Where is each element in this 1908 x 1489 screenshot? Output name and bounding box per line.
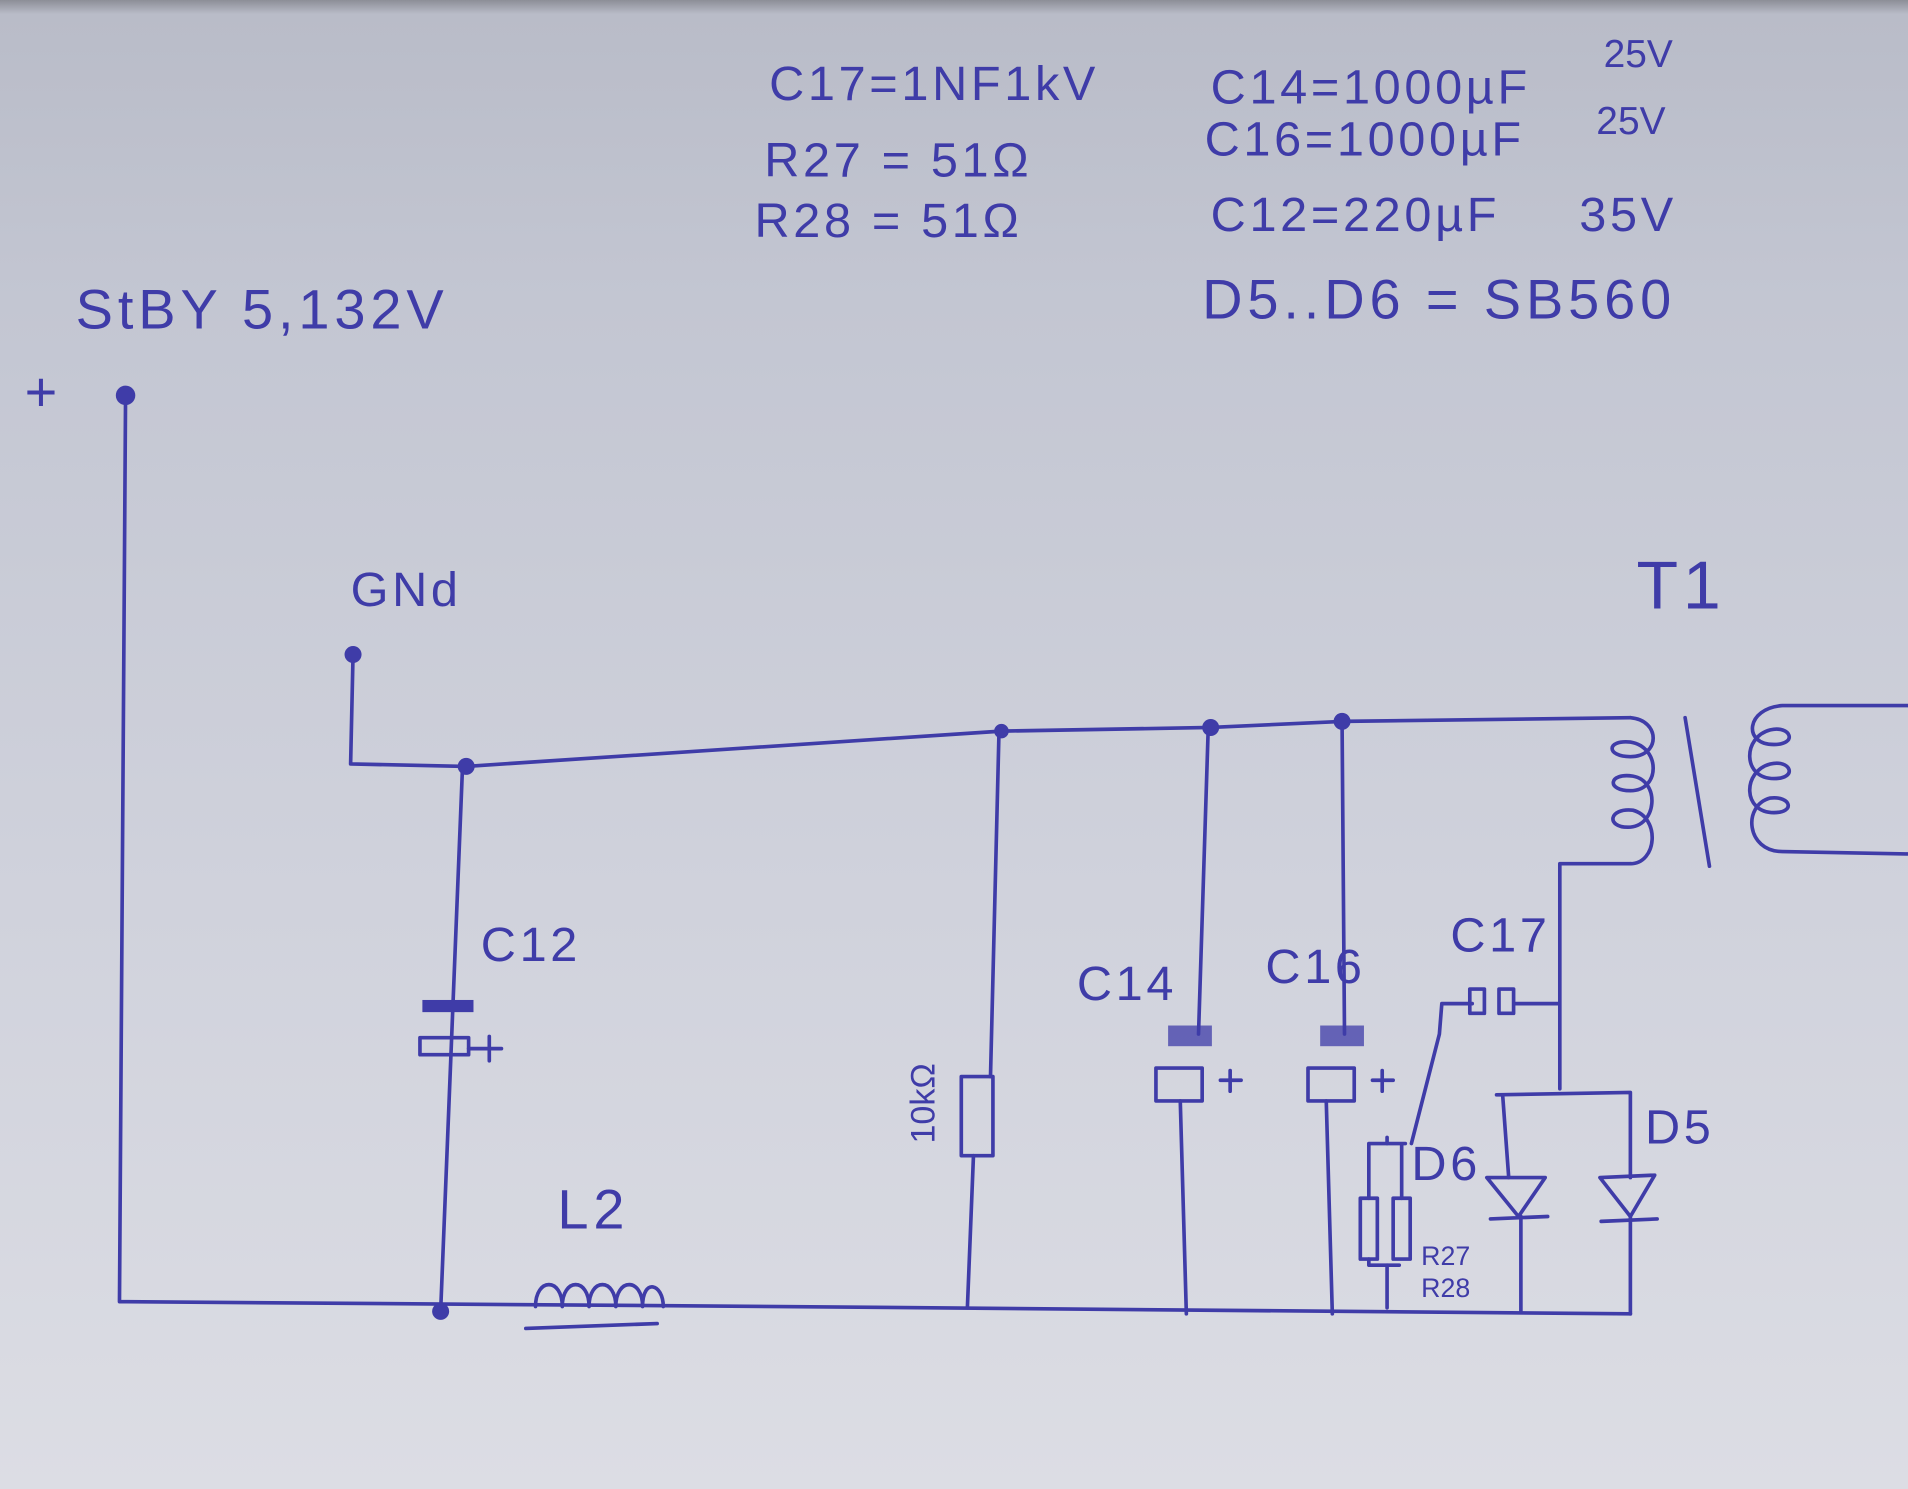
label-c17: C17 xyxy=(1450,908,1550,962)
note-c16: C16=1000µF xyxy=(1205,113,1525,167)
wires xyxy=(117,393,1633,1316)
inductor-l2: L2 xyxy=(523,1178,666,1331)
note-c12-voltage: 35V xyxy=(1579,188,1677,242)
junction-dots xyxy=(115,385,1351,1320)
note-r28: R28 = 51Ω xyxy=(754,194,1022,248)
capacitor-c16: C16 xyxy=(1265,940,1395,1103)
label-c12: C12 xyxy=(481,918,581,972)
component-notes: C17=1NF1kV R27 = 51Ω R28 = 51Ω C14=1000µ… xyxy=(754,33,1677,331)
note-c17: C17=1NF1kV xyxy=(769,57,1099,111)
label-gnd: GNd xyxy=(351,563,462,617)
note-c14: C14=1000µF xyxy=(1211,60,1531,114)
note-c14-voltage: 25V xyxy=(1604,33,1673,76)
label-d6: D6 xyxy=(1411,1137,1481,1191)
label-d5: D5 xyxy=(1645,1101,1715,1155)
label-c14: C14 xyxy=(1077,957,1177,1011)
diode-d5: D5 xyxy=(1598,1101,1715,1224)
note-diodes: D5..D6 = SB560 xyxy=(1202,268,1676,331)
resistors-r27-r28: R27 R28 xyxy=(1358,1141,1470,1303)
capacitor-c12: C12 xyxy=(418,918,581,1063)
transformer-t1 xyxy=(1610,703,1908,868)
label-r27: R27 xyxy=(1421,1241,1470,1271)
note-r27: R27 = 51Ω xyxy=(764,133,1032,187)
label-10k: 10kΩ xyxy=(905,1063,943,1143)
label-stby: StBY 5,132V xyxy=(76,277,449,340)
note-c16-voltage: 25V xyxy=(1596,100,1665,143)
label-r28: R28 xyxy=(1421,1273,1470,1303)
note-c12: C12=220µF xyxy=(1211,188,1500,242)
diode-d6: D6 xyxy=(1411,1137,1550,1221)
label-l2: L2 xyxy=(557,1178,629,1241)
capacitor-c17: C17 xyxy=(1450,908,1550,1016)
resistor-10k: 10kΩ xyxy=(905,1063,995,1158)
label-t1: T1 xyxy=(1636,547,1725,623)
label-c16: C16 xyxy=(1265,940,1365,994)
capacitor-c14: C14 xyxy=(1077,957,1243,1103)
label-plus: + xyxy=(25,360,63,423)
